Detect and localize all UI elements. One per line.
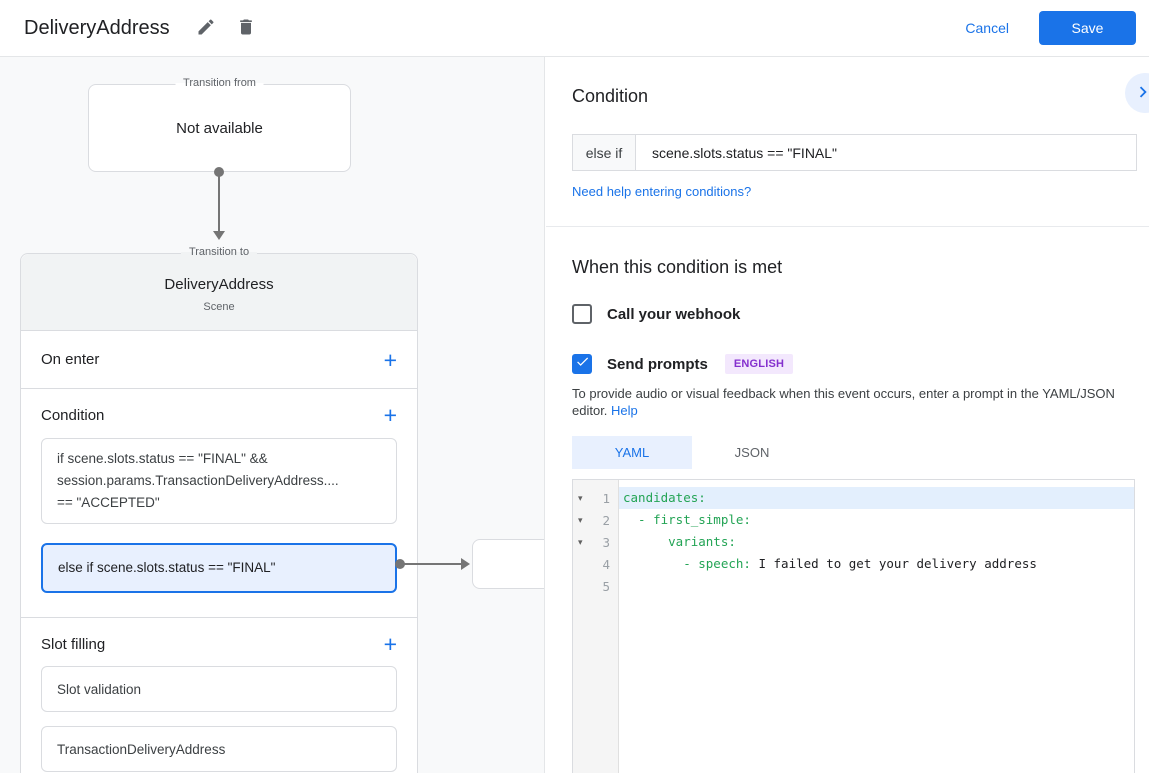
gutter-row: ▾ 2 (573, 509, 618, 531)
prompt-code-editor[interactable]: ▾ 1 ▾ 2 ▾ 3 4 5 (572, 479, 1135, 773)
condition-input-row: else if (572, 134, 1137, 171)
transition-to-card: Transition to DeliveryAddress Scene On e… (20, 246, 418, 773)
gutter-row: 5 (573, 575, 618, 597)
transition-to-label: Transition to (180, 246, 258, 258)
help-link[interactable]: Help (611, 403, 638, 418)
cancel-button[interactable]: Cancel (965, 20, 1009, 36)
tab-json[interactable]: JSON (734, 445, 770, 460)
line-number: 4 (602, 556, 610, 572)
slot-item-transaction-delivery-address[interactable]: TransactionDeliveryAddress (41, 726, 397, 772)
add-condition-button[interactable]: + (383, 402, 397, 428)
condition-expression-input[interactable] (636, 135, 1136, 170)
code-line[interactable] (619, 575, 1134, 597)
condition-item-if[interactable]: if scene.slots.status == "FINAL" && sess… (41, 438, 397, 524)
condition-met-title: When this condition is met (572, 257, 783, 277)
branch-line (400, 563, 461, 565)
code-line[interactable]: - speech: I failed to get your delivery … (623, 556, 1037, 571)
fold-arrow-icon[interactable]: ▾ (578, 536, 583, 547)
prompt-description: To provide audio or visual feedback when… (572, 385, 1137, 419)
condition-item-else-selected[interactable]: else if scene.slots.status == "FINAL" (41, 543, 397, 593)
code-line[interactable]: candidates: (619, 487, 1134, 509)
scene-name: DeliveryAddress (164, 276, 274, 293)
checkmark-icon (575, 354, 590, 374)
top-bar: DeliveryAddress Cancel Save (0, 0, 1149, 57)
line-number: 1 (602, 490, 610, 506)
line-number: 2 (602, 512, 610, 528)
branch-arrowhead-icon (461, 558, 470, 570)
save-button[interactable]: Save (1039, 11, 1136, 45)
editor-format-tabs: YAML JSON (572, 436, 1137, 469)
editor-gutter: ▾ 1 ▾ 2 ▾ 3 4 5 (573, 480, 619, 773)
transition-from-box[interactable]: Transition from Not available (88, 77, 351, 172)
editor-code-area[interactable]: candidates: - first_simple: variants: - … (619, 480, 1134, 773)
send-prompts-checkbox[interactable] (572, 354, 592, 374)
section-divider (546, 226, 1149, 227)
code-line[interactable]: variants: (623, 534, 736, 549)
condition-help-link[interactable]: Need help entering conditions? (572, 184, 752, 199)
condition-prefix: else if (573, 135, 636, 170)
tab-yaml[interactable]: YAML (572, 436, 692, 469)
send-prompts-label: Send prompts (607, 355, 708, 373)
prompt-description-text: To provide audio or visual feedback when… (572, 386, 1115, 418)
slot-filling-section: Slot filling + Slot validation Transacti… (21, 618, 417, 773)
line-number: 5 (602, 578, 610, 594)
webhook-label: Call your webhook (607, 305, 741, 323)
connector-line (218, 172, 220, 232)
webhook-row: Call your webhook (572, 304, 1137, 324)
fold-arrow-icon[interactable]: ▾ (578, 514, 583, 525)
chevron-right-icon (1132, 81, 1149, 106)
gutter-row: 4 (573, 553, 618, 575)
condition-detail-panel: Condition else if Need help entering con… (546, 57, 1149, 773)
send-prompts-row: Send prompts ENGLISH (572, 354, 1137, 374)
condition-section: Condition + if scene.slots.status == "FI… (21, 389, 417, 618)
edit-scene-button[interactable] (194, 16, 218, 40)
on-enter-row[interactable]: On enter + (21, 331, 417, 389)
scene-card-header[interactable]: DeliveryAddress Scene (21, 254, 417, 331)
gutter-row: ▾ 1 (573, 487, 618, 509)
scene-diagram-canvas: Transition from Not available Transition… (0, 57, 545, 773)
code-line[interactable]: - first_simple: (623, 512, 751, 527)
transition-target-stub[interactable] (472, 539, 544, 589)
condition-section-label: Condition (41, 406, 105, 424)
webhook-checkbox[interactable] (572, 304, 592, 324)
panel-title: Condition (572, 86, 649, 106)
trash-icon (236, 17, 256, 40)
add-slot-button[interactable]: + (383, 631, 397, 657)
transition-from-label: Transition from (175, 77, 264, 89)
on-enter-label: On enter (41, 351, 100, 368)
language-badge: ENGLISH (724, 354, 794, 374)
transition-from-value: Not available (176, 119, 263, 137)
slot-item-validation[interactable]: Slot validation (41, 666, 397, 712)
add-on-enter-button[interactable]: + (383, 346, 397, 373)
slot-filling-label: Slot filling (41, 635, 106, 653)
fold-arrow-icon[interactable]: ▾ (578, 492, 583, 503)
connector-arrowhead-icon (213, 231, 225, 240)
collapse-panel-button[interactable] (1125, 73, 1149, 113)
page-title: DeliveryAddress (24, 16, 170, 39)
gutter-row: ▾ 3 (573, 531, 618, 553)
pencil-icon (196, 17, 216, 40)
delete-scene-button[interactable] (234, 16, 258, 40)
scene-type-label: Scene (203, 301, 235, 313)
line-number: 3 (602, 534, 610, 550)
